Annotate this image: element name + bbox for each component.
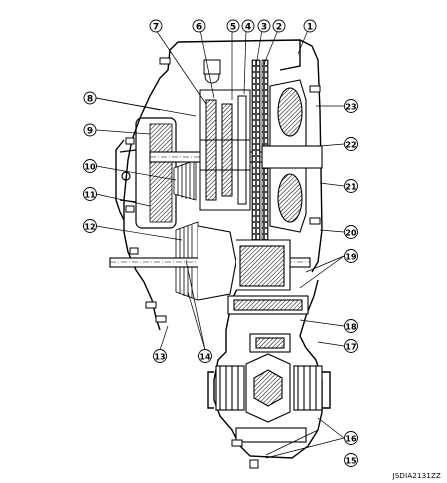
torque-converter [119, 117, 177, 229]
callout-23: 23 [344, 99, 358, 113]
callout-21: 21 [344, 179, 358, 193]
callout-19: 19 [344, 249, 358, 263]
callout-circle [344, 249, 358, 263]
callout-7: 7 [149, 19, 163, 33]
figure-reference-code: JSDIA2131ZZ [392, 472, 441, 480]
leader-lines [95, 29, 345, 459]
callout-14: 14 [198, 349, 212, 363]
callout-circle [344, 179, 358, 193]
callout-circle [344, 225, 358, 239]
callout-number: 11 [84, 190, 96, 199]
callout-number: 10 [84, 162, 96, 171]
callout-circle [344, 319, 358, 333]
lower-pulley [197, 225, 309, 315]
callout-6: 6 [192, 19, 206, 33]
callout-number: 16 [345, 434, 357, 443]
callout-number: 12 [84, 222, 95, 231]
callout-circle [344, 431, 358, 445]
callout-number: 13 [154, 352, 165, 361]
callout-number: 18 [345, 322, 357, 331]
callout-number: 22 [345, 140, 356, 149]
callout-11: 11 [83, 187, 97, 201]
callout-1: 1 [303, 19, 317, 33]
callout-number: 21 [345, 182, 357, 191]
callout-number: 3 [261, 22, 267, 32]
callout-circle [83, 159, 97, 173]
callout-number: 20 [345, 228, 357, 237]
callout-circle [153, 349, 167, 363]
callout-16: 16 [344, 431, 358, 445]
callout-18: 18 [344, 319, 358, 333]
callout-number: 1 [307, 22, 313, 32]
callout-markers: 1 2 3 4 5 6 7 8 9 10 11 12 13 14 15 16 1… [83, 19, 358, 467]
callout-number: 2 [276, 22, 282, 32]
callout-circle [257, 19, 271, 33]
callout-circle [344, 453, 358, 467]
callout-circle [272, 19, 286, 33]
callout-number: 17 [345, 342, 356, 351]
callout-circle [344, 137, 358, 151]
callout-circle [241, 19, 255, 33]
callout-number: 4 [245, 22, 251, 32]
callout-8: 8 [83, 91, 97, 105]
callout-15: 15 [344, 453, 358, 467]
callout-circle [83, 91, 97, 105]
callout-number: 9 [87, 126, 93, 136]
callout-13: 13 [153, 349, 167, 363]
callout-circle [83, 123, 97, 137]
callout-circle [344, 339, 358, 353]
callout-circle [192, 19, 206, 33]
callout-number: 23 [345, 102, 356, 111]
planetary-gearset [199, 59, 251, 211]
secondary-pulley [261, 79, 323, 233]
callout-12: 12 [83, 219, 97, 233]
callout-circle [83, 219, 97, 233]
callout-22: 22 [344, 137, 358, 151]
callout-5: 5 [226, 19, 240, 33]
callout-10: 10 [83, 159, 97, 173]
callout-circle [303, 19, 317, 33]
callout-17: 17 [344, 339, 358, 353]
primary-pulley [173, 159, 199, 301]
callout-circle [198, 349, 212, 363]
differential [215, 333, 323, 443]
callout-2: 2 [272, 19, 286, 33]
callout-4: 4 [241, 19, 255, 33]
callout-circle [344, 99, 358, 113]
callout-number: 19 [345, 252, 357, 261]
callout-number: 7 [153, 22, 159, 32]
callout-3: 3 [257, 19, 271, 33]
callout-number: 6 [196, 22, 202, 32]
callout-9: 9 [83, 123, 97, 137]
callout-number: 14 [199, 352, 211, 361]
callout-number: 8 [87, 94, 93, 104]
callout-20: 20 [344, 225, 358, 239]
callout-circle [149, 19, 163, 33]
callout-number: 15 [345, 456, 357, 465]
callout-number: 5 [230, 22, 236, 32]
housing-bolts [125, 57, 321, 469]
callout-circle [226, 19, 240, 33]
callout-circle [83, 187, 97, 201]
